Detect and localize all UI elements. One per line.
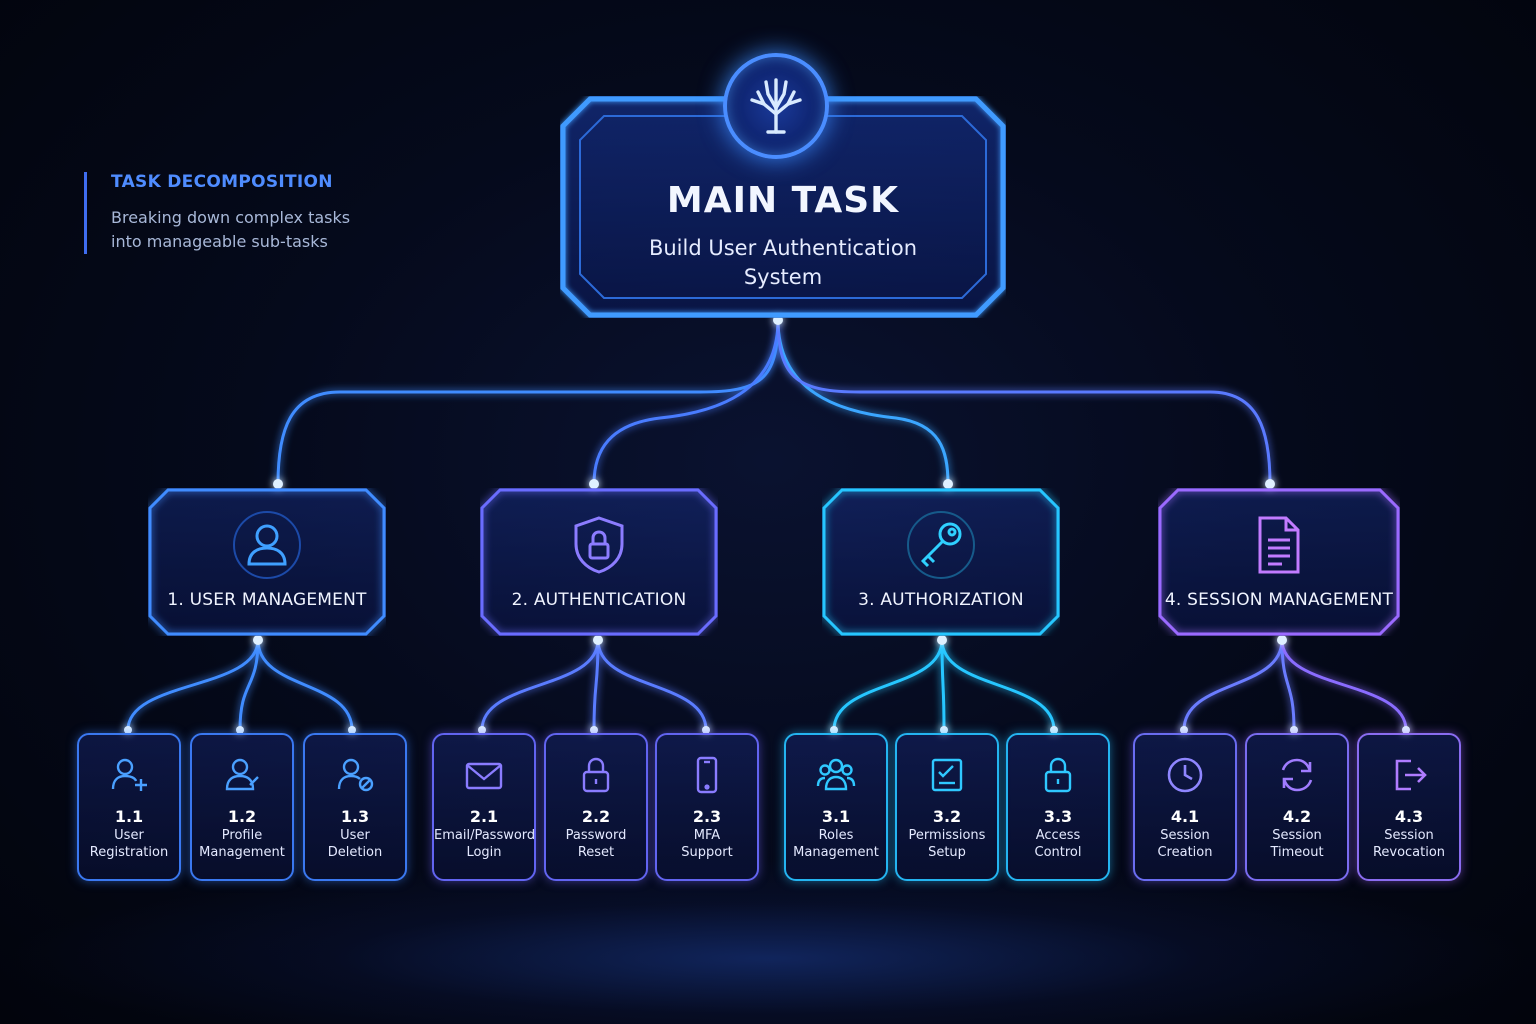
category-label: 1. USER MANAGEMENT (167, 590, 367, 610)
category-label: 4. SESSION MANAGEMENT (1164, 590, 1394, 610)
header-title: TASK DECOMPOSITION (111, 172, 333, 192)
logout-icon (1395, 759, 1427, 791)
category-label: 2. AUTHENTICATION (511, 590, 687, 610)
subtask-number: 1.2 (227, 807, 257, 826)
subtask-number: 4.3 (1394, 807, 1424, 826)
link-main-cat3 (776, 318, 950, 486)
category-authorization: 3. AUTHORIZATION (822, 488, 1060, 636)
user-plus-icon (111, 758, 147, 791)
lock-icon (582, 757, 610, 793)
link-main-cat1 (276, 318, 780, 486)
header-subtitle-line1: Breaking down complex tasks (111, 208, 351, 227)
subtask-number: 2.2 (581, 807, 611, 826)
tree-icon (723, 53, 829, 159)
header-subtitle: Breaking down complex tasks into managea… (111, 206, 431, 254)
shield-lock-icon (574, 516, 624, 574)
subtask-number: 2.1 (469, 807, 499, 826)
link-main-cat4 (776, 318, 1272, 486)
user-delete-icon (337, 758, 374, 792)
header-subtitle-line2: into manageable sub-tasks (111, 232, 328, 251)
subtask-number: 1.3 (340, 807, 370, 826)
envelope-icon (465, 762, 503, 790)
subtask-number: 2.3 (692, 807, 722, 826)
clock-icon (1167, 757, 1203, 793)
subtask-number: 3.2 (932, 807, 962, 826)
category-label: 3. AUTHORIZATION (858, 590, 1024, 610)
user-edit-icon (225, 758, 259, 791)
phone-icon (696, 756, 718, 794)
key-icon (907, 511, 975, 579)
user-icon (233, 511, 301, 579)
main-task-title: MAIN TASK (666, 180, 900, 221)
document-icon (1258, 516, 1300, 574)
category-user-management: 1. USER MANAGEMENT (148, 488, 386, 636)
subtask-number: 3.1 (821, 807, 851, 826)
checklist-icon (931, 758, 963, 792)
category-session-management: 4. SESSION MANAGEMENT (1158, 488, 1400, 636)
background-glow-floor (0, 860, 1536, 1024)
category-authentication: 2. AUTHENTICATION (480, 488, 718, 636)
refresh-icon (1281, 758, 1313, 792)
lock-icon (1044, 757, 1072, 793)
subtask-number: 3.3 (1043, 807, 1073, 826)
subtask-number: 4.2 (1282, 807, 1312, 826)
subtask-number: 1.1 (114, 807, 144, 826)
subtask-number: 4.1 (1170, 807, 1200, 826)
users-icon (816, 758, 856, 791)
link-main-cat2 (592, 318, 780, 486)
diagram-header: TASK DECOMPOSITION Breaking down complex… (84, 172, 431, 254)
main-task-subtitle: Build User Authentication System (648, 236, 918, 289)
